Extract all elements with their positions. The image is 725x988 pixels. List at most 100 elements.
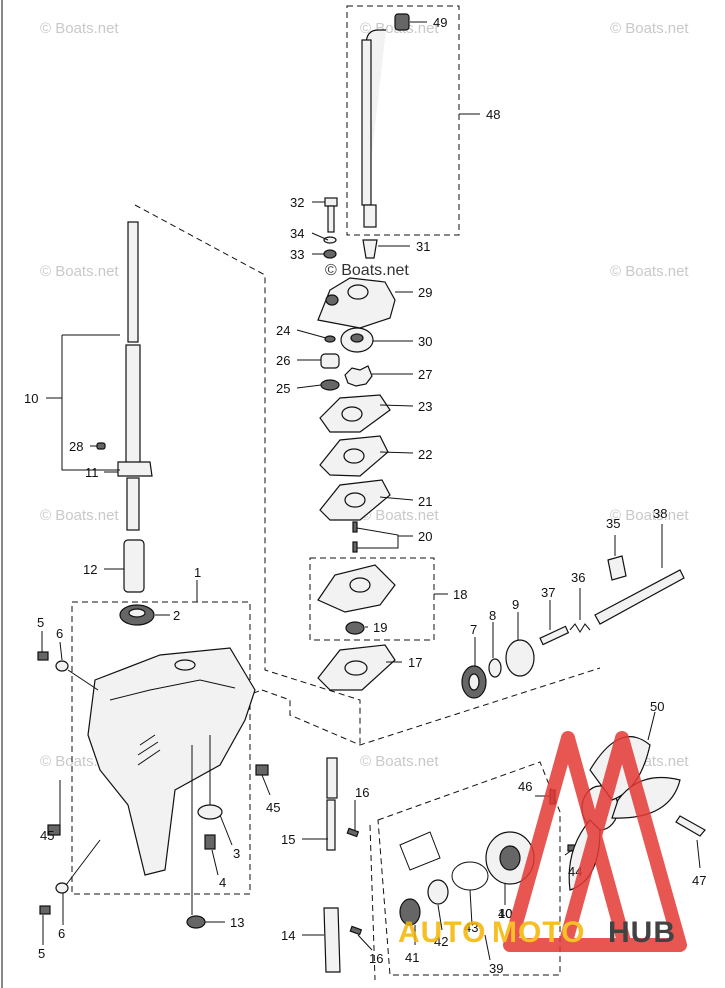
callout-label: 10	[498, 906, 512, 921]
callout-label: 14	[281, 928, 295, 943]
callout-label: 33	[290, 247, 304, 262]
callout-label: 18	[453, 587, 467, 602]
bolt-shank	[327, 205, 335, 233]
pin	[346, 827, 360, 838]
callout-label: 11	[85, 465, 99, 480]
bearing-center	[128, 608, 146, 618]
callout-label: 46	[518, 779, 532, 794]
dowel-pin	[352, 521, 358, 533]
watermark: © Boats.net	[610, 20, 689, 37]
callout-label: 2	[173, 608, 180, 623]
watermark: © Boats.net	[40, 507, 119, 524]
brand-text-hub: HUB	[608, 916, 676, 949]
oil-seal	[427, 879, 449, 905]
watermark: © Boats.net	[40, 20, 119, 37]
callout-label: 29	[418, 285, 432, 300]
screw	[39, 905, 51, 915]
callout-label: 17	[408, 655, 422, 670]
callout-label: 12	[83, 562, 97, 577]
o-ring-large	[320, 379, 340, 391]
callout-label: 25	[276, 381, 290, 396]
leader-lines	[41, 21, 701, 961]
assembly-line	[261, 667, 601, 746]
callout-label: 27	[418, 367, 432, 382]
drive-shaft-upper	[127, 221, 139, 343]
key	[96, 442, 106, 450]
callout-label: 31	[416, 239, 430, 254]
nut	[323, 249, 337, 259]
callout-label: 13	[230, 915, 244, 930]
callout-label: 49	[433, 15, 447, 30]
callout-label: 26	[276, 353, 290, 368]
callout-label: 9	[512, 597, 519, 612]
callout-label: 22	[418, 447, 432, 462]
callout-label: 48	[486, 107, 500, 122]
callout-label: 1	[194, 565, 201, 580]
oil-seal	[345, 621, 365, 635]
seal	[320, 353, 340, 369]
shift-shaft	[326, 757, 338, 799]
callout-label: 23	[418, 399, 432, 414]
dowel-pin	[352, 541, 358, 553]
brand-logo: AUTO MOTO HUB	[398, 731, 687, 952]
pump-insert-center	[350, 333, 364, 343]
carrier-center	[499, 845, 521, 871]
gasket-hole	[344, 660, 368, 676]
callout-label: 15	[281, 832, 295, 847]
brand-text-auto: AUTO	[398, 916, 486, 949]
group-box-1	[71, 601, 251, 895]
o-ring	[451, 861, 489, 891]
callout-label: 37	[541, 585, 555, 600]
grommet	[362, 239, 378, 259]
callout-label: 4	[219, 875, 226, 890]
group-box-18	[309, 557, 435, 641]
callout-labels: 1 2 3 4 5 5 6 6 7 8 9 10 10 11 12 13 14 …	[24, 15, 706, 976]
brand-text-moto: MOTO	[492, 916, 585, 949]
watermark: © Boats.net	[610, 263, 689, 280]
callout-label: 35	[606, 516, 620, 531]
sleeve	[123, 539, 145, 593]
drive-shaft	[125, 344, 141, 464]
shift-shaft	[326, 799, 336, 851]
callout-label: 10	[24, 391, 38, 406]
shift-rod	[361, 39, 372, 206]
washer	[197, 804, 223, 820]
callout-label: 47	[692, 873, 706, 888]
screw	[204, 834, 216, 850]
watermark-center: © Boats.net	[325, 262, 409, 279]
bolt	[255, 764, 269, 776]
callout-label: 42	[434, 934, 448, 949]
spring	[569, 623, 591, 633]
housing-fins	[137, 734, 161, 766]
gear-housing	[87, 647, 256, 876]
callout-label: 39	[489, 961, 503, 976]
logo-triangle	[558, 731, 687, 952]
callout-label: 34	[290, 226, 304, 241]
callout-label: 24	[276, 323, 290, 338]
callout-label: 28	[69, 439, 83, 454]
housing-port	[174, 659, 196, 671]
pump-outlet	[347, 284, 369, 300]
gasket-hole	[344, 492, 366, 508]
impeller	[344, 365, 373, 387]
callout-label: 20	[418, 529, 432, 544]
assembly-line	[134, 204, 361, 745]
forward-gear	[505, 639, 535, 677]
screw	[37, 651, 49, 661]
callout-label: 43	[464, 920, 478, 935]
callout-label: 8	[489, 608, 496, 623]
drive-shaft-bearing	[117, 461, 153, 477]
water-pump-body	[317, 277, 396, 329]
callout-label: 21	[418, 494, 432, 509]
cotter-pin	[675, 815, 706, 837]
callout-label: 38	[653, 506, 667, 521]
callout-label: 30	[418, 334, 432, 349]
watermark: © Boats.net	[360, 753, 439, 770]
callout-label: 6	[58, 926, 65, 941]
drive-shaft-lower	[126, 477, 140, 531]
callout-label: 3	[233, 846, 240, 861]
washer	[55, 882, 69, 894]
shift-rod-coupler	[363, 204, 377, 228]
callout-label: 50	[650, 699, 664, 714]
